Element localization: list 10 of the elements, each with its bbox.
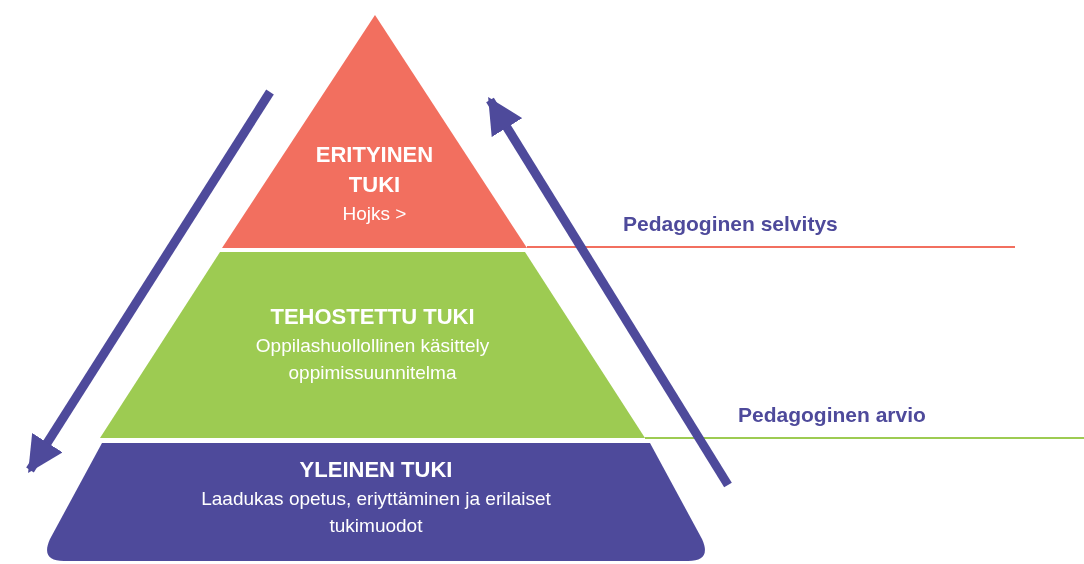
tier-title: YLEINEN TUKI [298, 456, 454, 484]
arrow [486, 96, 732, 488]
level-label: Pedagoginen selvitys [623, 212, 838, 236]
tier-title: TEHOSTETTU TUKI [269, 303, 476, 331]
arrow [26, 89, 274, 474]
tier-description: Hojks > [341, 202, 408, 226]
tier-description: Laadukas opetus, eriyttäminen ja erilaiset tukimuodot [200, 487, 552, 538]
tier-description: Oppilashuollollinen käsittely oppimissuunnitelma [254, 334, 491, 385]
level-label: Pedagoginen arvio [738, 403, 926, 427]
tier-title: ERITYINEN TUKI [314, 141, 435, 199]
